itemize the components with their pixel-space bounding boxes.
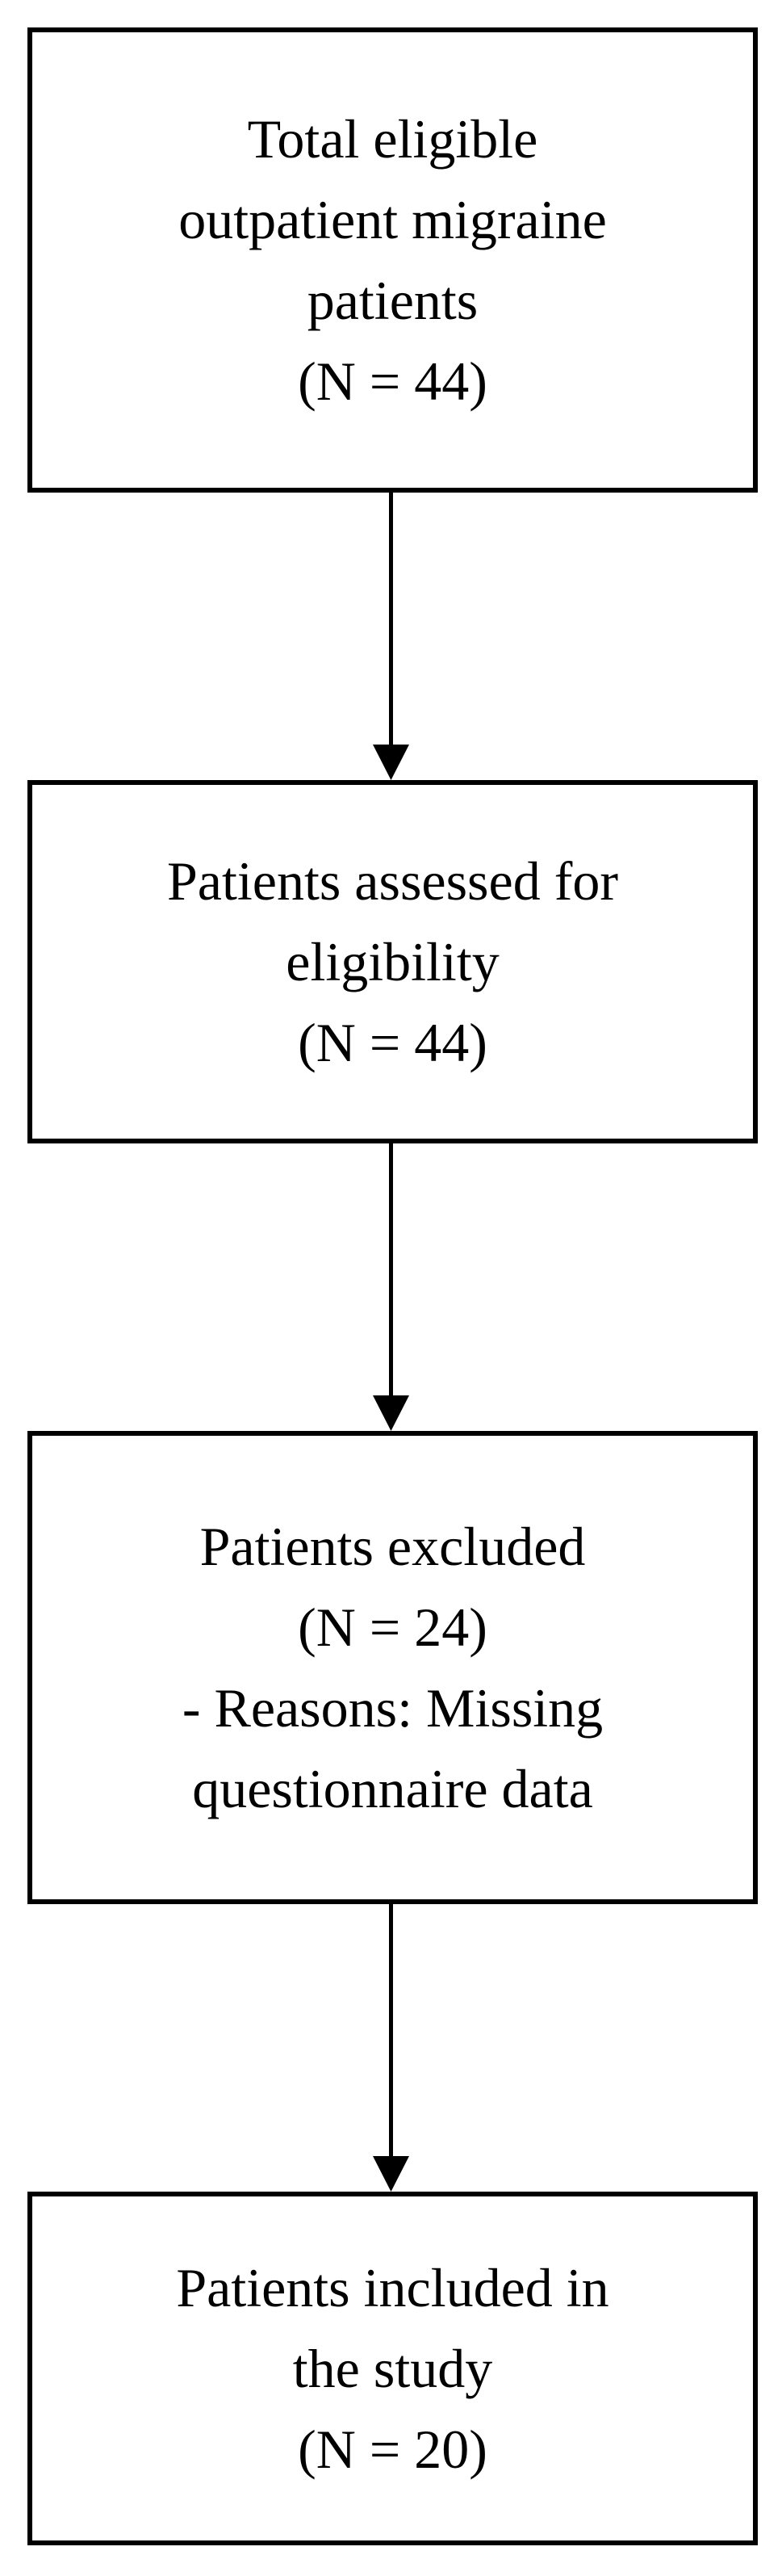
box-count: (N = 44) — [298, 1012, 487, 1073]
box-text-line: Patients assessed for — [166, 850, 618, 912]
box-text-line: questionnaire data — [192, 1758, 593, 1819]
box-count: (N = 44) — [298, 350, 487, 412]
box-text-line: outpatient migraine — [178, 189, 607, 250]
step-box-total-eligible: Total eligible outpatient migraine patie… — [27, 27, 758, 493]
step-box-assessed: Patients assessed for eligibility (N = 4… — [27, 780, 758, 1143]
flow-arrow-3 — [373, 1904, 409, 2192]
box-text-line: eligibility — [286, 931, 500, 992]
step-box-excluded: Patients excluded (N = 24) - Reasons: Mi… — [27, 1431, 758, 1904]
box-count: (N = 20) — [298, 2419, 487, 2480]
flow-arrow-1 — [373, 493, 409, 780]
box-text-line: Patients included in — [176, 2257, 609, 2318]
box-count: (N = 24) — [298, 1596, 487, 1658]
box-text-line: Total eligible — [247, 108, 538, 170]
step-box-included: Patients included in the study (N = 20) — [27, 2192, 758, 2545]
box-text-line: the study — [292, 2338, 493, 2399]
box-text-line: Patients excluded — [199, 1516, 586, 1577]
flow-arrow-2 — [373, 1143, 409, 1431]
box-text-line: patients — [307, 270, 479, 331]
box-text-line: - Reasons: Missing — [182, 1677, 604, 1739]
